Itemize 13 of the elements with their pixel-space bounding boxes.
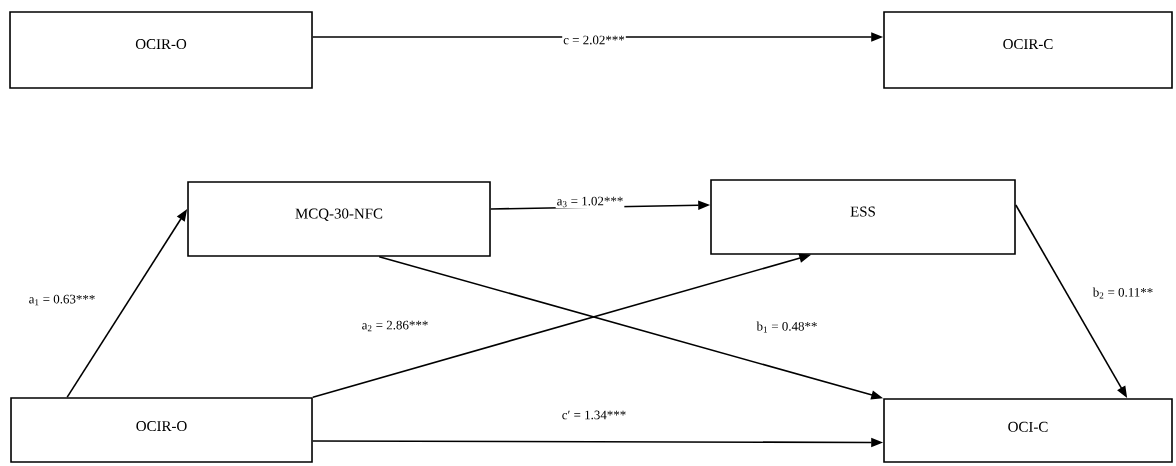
edge-label: a$_{1}$ = 0.63*** (27, 293, 97, 307)
variable-box: OCIR-O (10, 397, 313, 463)
variable-box: OCIR-C (883, 11, 1173, 89)
edge-label: a$_{2}$ = 2.86*** (360, 319, 430, 333)
edge-label: c = 2.02*** (562, 34, 626, 46)
variable-box: MCQ-30-NFC (187, 181, 491, 257)
edge-label: c′ = 1.34*** (560, 409, 628, 421)
edge-label: b$_{1}$ = 0.48** (755, 320, 819, 334)
variable-box: OCI-C (883, 398, 1173, 463)
edge-label: b$_{2}$ = 0.11** (1091, 286, 1155, 300)
edge-label: a$_{3}$ = 1.02*** (555, 195, 625, 209)
variable-box: OCIR-O (9, 11, 313, 89)
variable-box: ESS (710, 179, 1016, 255)
